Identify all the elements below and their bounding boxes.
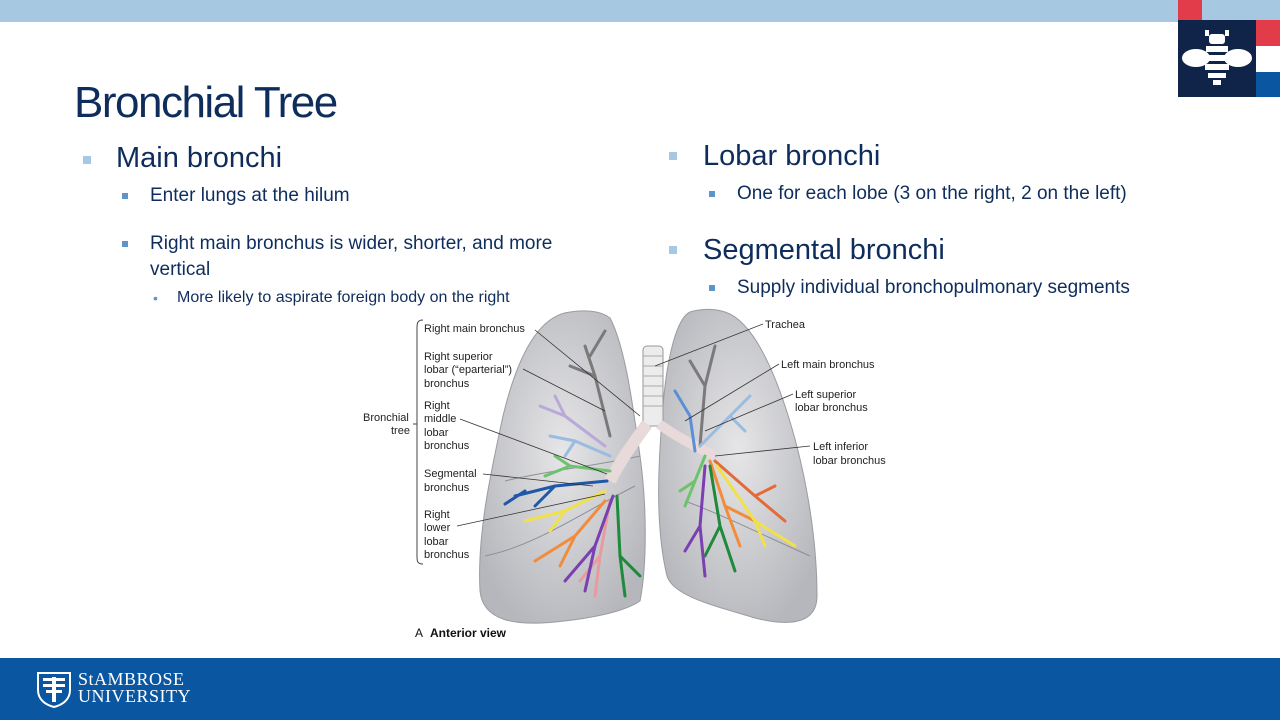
label-right-lower-1: Right xyxy=(424,509,450,521)
bullet-marker xyxy=(709,191,715,197)
bullet-marker xyxy=(709,285,715,291)
label-right-middle-4: bronchus xyxy=(424,440,470,452)
label-trachea: Trachea xyxy=(765,319,806,331)
label-right-middle-1: Right xyxy=(424,400,450,412)
bullet-marker xyxy=(669,246,677,254)
label-right-lower-3: lobar xyxy=(424,536,449,548)
footer-band xyxy=(0,658,1280,720)
bee-logo-icon xyxy=(1182,30,1252,85)
top-accent-band xyxy=(0,0,1280,22)
university-name-line1: StAMBROSE xyxy=(78,669,185,689)
slide-title: Bronchial Tree xyxy=(74,78,338,127)
university-logo xyxy=(36,670,72,709)
label-right-superior-2: lobar (“eparterial”) xyxy=(424,364,512,376)
bullet-text: Supply individual bronchopulmonary segme… xyxy=(737,277,1130,298)
lung-illustration: Right main bronchus Right superior lobar… xyxy=(363,308,886,640)
corner-logo xyxy=(1178,0,1280,97)
label-left-main-bronchus: Left main bronchus xyxy=(781,359,875,371)
segmental-bronchi-heading: Segmental bronchi xyxy=(703,234,945,266)
left-lung xyxy=(658,308,818,623)
caption-letter: A xyxy=(415,626,423,640)
crest-icon xyxy=(37,672,71,709)
bullet-marker xyxy=(122,241,128,247)
label-right-lower-2: lower xyxy=(424,522,451,534)
label-left-inferior-1: Left inferior xyxy=(813,441,868,453)
label-right-superior-3: bronchus xyxy=(424,378,470,390)
bullet-marker xyxy=(669,152,677,160)
sub-bullet-clip: More likely to aspirate foreign body on … xyxy=(177,287,647,306)
bullet-text: Right main bronchus is wider, shorter, a… xyxy=(150,233,553,254)
label-bronchial: Bronchial xyxy=(363,412,409,424)
university-name: StAMBROSE UNIVERSITY xyxy=(78,669,191,706)
bronchial-tree-figure: Right main bronchus Right superior lobar… xyxy=(355,306,905,646)
sub-bullet-text: More likely to aspirate foreign body on … xyxy=(177,289,510,306)
label-left-superior-1: Left superior xyxy=(795,389,856,401)
label-right-main-bronchus: Right main bronchus xyxy=(424,323,525,335)
label-right-lower-4: bronchus xyxy=(424,549,470,561)
label-right-middle-3: lobar xyxy=(424,427,449,439)
bullet-text-continued: vertical xyxy=(150,259,211,280)
sub-bullet-marker: • xyxy=(153,290,158,306)
label-left-superior-2: lobar bronchus xyxy=(795,402,868,414)
university-name-line2: UNIVERSITY xyxy=(78,686,191,706)
label-right-middle-2: middle xyxy=(424,413,456,425)
label-segmental-2: bronchus xyxy=(424,482,470,494)
label-segmental-1: Segmental xyxy=(424,468,477,480)
bullet-text: Enter lungs at the hilum xyxy=(150,185,350,206)
bullet-marker xyxy=(83,156,91,164)
label-tree: tree xyxy=(391,425,410,437)
lobar-bronchi-heading: Lobar bronchi xyxy=(703,140,881,172)
label-right-superior: Right superior xyxy=(424,351,493,363)
label-left-inferior-2: lobar bronchus xyxy=(813,455,886,467)
main-bronchi-heading: Main bronchi xyxy=(116,142,283,174)
bullet-marker xyxy=(122,193,128,199)
bullet-text: One for each lobe (3 on the right, 2 on … xyxy=(737,183,1127,204)
caption-text: Anterior view xyxy=(430,626,507,640)
